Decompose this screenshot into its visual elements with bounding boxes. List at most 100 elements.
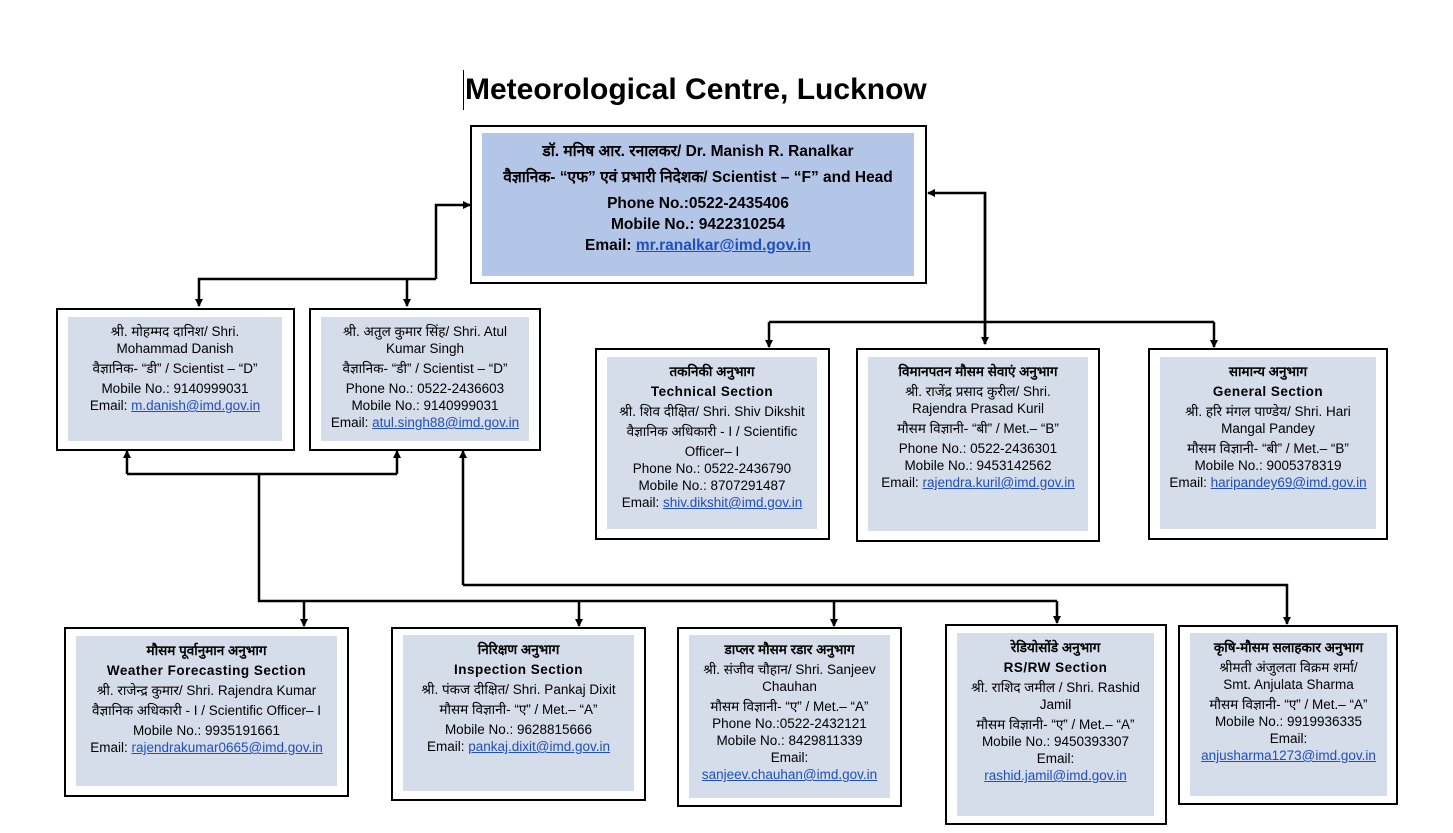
radiosonde-section-box: रेडियोसोंडे अनुभाग RS/RW Section श्री. र… bbox=[945, 624, 1167, 825]
aviation-designation: मौसम विज्ञानी- “बी” / Met.– “B” bbox=[897, 421, 1059, 436]
forecasting-email-link[interactable]: rajendrakumar0665@imd.gov.in bbox=[131, 740, 323, 755]
agromet-name-1: श्रीमती अंजुलता विक्रम शर्मा/ bbox=[1219, 660, 1358, 675]
doppler-phone: Phone No.:0522-2432121 bbox=[712, 716, 867, 731]
inspection-section-hindi: निरिक्षण अनुभाग bbox=[477, 642, 560, 657]
general-designation: मौसम विज्ञानी- “बी” / Met.– “B” bbox=[1187, 441, 1349, 456]
danish-email-link[interactable]: m.danish@imd.gov.in bbox=[131, 398, 261, 413]
forecasting-mobile: Mobile No.: 9935191661 bbox=[132, 723, 281, 738]
forecasting-designation: वैज्ञानिक अधिकारी - I / Scientific Offic… bbox=[91, 703, 322, 718]
agromet-name-2: Smt. Anjulata Sharma bbox=[1223, 677, 1354, 692]
danish-email-line: Email: m.danish@imd.gov.in bbox=[90, 397, 260, 414]
general-name-2: Mangal Pandey bbox=[1221, 421, 1315, 436]
aviation-email-link[interactable]: rajendra.kuril@imd.gov.in bbox=[922, 475, 1075, 490]
technical-designation-2: Officer– I bbox=[684, 444, 740, 459]
technical-phone: Phone No.: 0522-2436790 bbox=[632, 461, 792, 476]
agromet-mobile: Mobile No.: 9919936335 bbox=[1214, 714, 1363, 729]
atul-box: श्री. अतुल कुमार सिंह/ Shri. Atul Kumar … bbox=[309, 308, 541, 451]
head-name: डॉ. मनिष आर. रनालकर/ Dr. Manish R. Ranal… bbox=[542, 143, 854, 160]
aviation-mobile: Mobile No.: 9453142562 bbox=[904, 458, 1052, 473]
general-name-1: श्री. हरि मंगल पाण्डेय/ Shri. Hari bbox=[1185, 404, 1351, 419]
forecasting-section-hindi: मौसम पूर्वानुमान अनुभाग bbox=[146, 643, 267, 658]
general-mobile: Mobile No.: 9005378319 bbox=[1194, 458, 1342, 473]
agromet-section-box: कृषि-मौसम सलाहकार अनुभाग श्रीमती अंजुलता… bbox=[1178, 625, 1398, 805]
head-email-label: Email: bbox=[585, 237, 636, 254]
aviation-phone: Phone No.: 0522-2436301 bbox=[898, 441, 1058, 456]
radiosonde-section-english: RS/RW Section bbox=[1003, 660, 1108, 675]
aviation-name-1: श्री. राजेंद्र प्रसाद कुरील/ Shri. bbox=[905, 384, 1051, 399]
head-email-line: Email: mr.ranalkar@imd.gov.in bbox=[585, 235, 811, 256]
page-title: Meteorological Centre, Lucknow bbox=[463, 70, 927, 110]
technical-section-hindi: तकनिकी अनुभाग bbox=[669, 364, 755, 379]
technical-designation-1: वैज्ञानिक अधिकारी - I / Scientific bbox=[626, 424, 798, 439]
inspection-name: श्री. पंकज दीक्षित/ Shri. Pankaj Dixit bbox=[421, 682, 616, 697]
aviation-email-label: Email: bbox=[881, 475, 923, 490]
aviation-section-hindi: विमानपतन मौसम सेवाएं अनुभाग bbox=[898, 364, 1058, 379]
technical-section-english: Technical Section bbox=[650, 384, 774, 399]
atul-designation: वैज्ञानिक- “डी” / Scientist – “D” bbox=[342, 361, 508, 376]
head-phone: Phone No.:0522-2435406 bbox=[607, 195, 789, 212]
technical-email-link[interactable]: shiv.dikshit@imd.gov.in bbox=[663, 495, 803, 510]
general-section-box: सामान्य अनुभाग General Section श्री. हरि… bbox=[1148, 348, 1388, 540]
atul-email-link[interactable]: atul.singh88@imd.gov.in bbox=[372, 415, 520, 430]
danish-name-2: Mohammad Danish bbox=[116, 341, 234, 356]
atul-email-label: Email: bbox=[330, 415, 373, 430]
radiosonde-mobile: Mobile No.: 9450393307 bbox=[981, 734, 1130, 749]
aviation-name-2: Rajendra Prasad Kuril bbox=[911, 401, 1045, 416]
radiosonde-email-link[interactable]: rashid.jamil@imd.gov.in bbox=[984, 768, 1127, 783]
general-email-link[interactable]: haripandey69@imd.gov.in bbox=[1210, 475, 1367, 490]
forecasting-email-line: Email: rajendrakumar0665@imd.gov.in bbox=[90, 739, 323, 756]
doppler-name-2: Chauhan bbox=[762, 679, 817, 694]
technical-email-label: Email: bbox=[621, 495, 663, 510]
radiosonde-name-2: Jamil bbox=[1039, 697, 1072, 712]
agromet-email-label: Email: bbox=[1269, 731, 1308, 746]
technical-mobile: Mobile No.: 8707291487 bbox=[638, 478, 786, 493]
doppler-designation: मौसम विज्ञानी- “ए” / Met.– “A” bbox=[710, 699, 869, 714]
atul-name-1: श्री. अतुल कुमार सिंह/ Shri. Atul bbox=[343, 324, 507, 339]
doppler-mobile: Mobile No.: 8429811339 bbox=[716, 733, 863, 748]
head-email-link[interactable]: mr.ranalkar@imd.gov.in bbox=[635, 237, 811, 254]
atul-email-line: Email: atul.singh88@imd.gov.in bbox=[331, 414, 519, 431]
danish-designation: वैज्ञानिक- “डी” / Scientist – “D” bbox=[92, 361, 258, 376]
inspection-mobile: Mobile No.: 9628815666 bbox=[444, 722, 593, 737]
technical-name: श्री. शिव दीक्षित/ Shri. Shiv Dikshit bbox=[619, 404, 805, 419]
radiosonde-designation: मौसम विज्ञानी- “ए” / Met.– “A” bbox=[976, 717, 1135, 732]
head-designation: वैज्ञानिक- “एफ” एवं प्रभारी निदेशक/ Scie… bbox=[503, 169, 893, 186]
inspection-email-link[interactable]: pankaj.dixit@imd.gov.in bbox=[468, 739, 611, 754]
general-email-line: Email: haripandey69@imd.gov.in bbox=[1169, 474, 1366, 491]
danish-name-1: श्री. मोहम्मद दानिश/ Shri. bbox=[110, 324, 240, 339]
general-email-label: Email: bbox=[1169, 475, 1211, 490]
forecasting-name: श्री. राजेन्द्र कुमार/ Shri. Rajendra Ku… bbox=[96, 683, 317, 698]
forecasting-section-box: मौसम पूर्वानुमान अनुभाग Weather Forecast… bbox=[64, 627, 349, 797]
atul-mobile: Mobile No.: 9140999031 bbox=[351, 398, 499, 413]
forecasting-email-label: Email: bbox=[90, 740, 132, 755]
doppler-section-hindi: डाप्लर मौसम रडार अनुभाग bbox=[724, 642, 855, 657]
atul-phone: Phone No.: 0522-2436603 bbox=[345, 381, 505, 396]
inspection-designation: मौसम विज्ञानी- “ए” / Met.– “A” bbox=[439, 702, 598, 717]
radiosonde-email-label: Email: bbox=[1036, 751, 1075, 766]
head-box: डॉ. मनिष आर. रनालकर/ Dr. Manish R. Ranal… bbox=[470, 125, 927, 284]
agromet-email-link[interactable]: anjusharma1273@imd.gov.in bbox=[1201, 748, 1376, 763]
inspection-section-box: निरिक्षण अनुभाग Inspection Section श्री.… bbox=[391, 627, 646, 801]
aviation-section-box: विमानपतन मौसम सेवाएं अनुभाग श्री. राजेंद… bbox=[856, 348, 1100, 542]
general-section-english: General Section bbox=[1212, 384, 1324, 399]
agromet-designation: मौसम विज्ञानी- “ए” / Met.– “A” bbox=[1209, 697, 1368, 712]
inspection-email-line: Email: pankaj.dixit@imd.gov.in bbox=[427, 738, 610, 755]
forecasting-section-english: Weather Forecasting Section bbox=[106, 663, 307, 678]
agromet-section-hindi: कृषि-मौसम सलाहकार अनुभाग bbox=[1213, 640, 1364, 655]
radiosonde-name-1: श्री. राशिद जमील / Shri. Rashid bbox=[971, 680, 1140, 695]
technical-email-line: Email: shiv.dikshit@imd.gov.in bbox=[622, 494, 803, 511]
doppler-section-box: डाप्लर मौसम रडार अनुभाग श्री. संजीव चौहा… bbox=[677, 627, 902, 807]
technical-section-box: तकनिकी अनुभाग Technical Section श्री. शि… bbox=[595, 348, 830, 540]
danish-mobile: Mobile No.: 9140999031 bbox=[101, 381, 249, 396]
inspection-section-english: Inspection Section bbox=[453, 662, 584, 677]
head-mobile: Mobile No.: 9422310254 bbox=[610, 216, 786, 233]
general-section-hindi: सामान्य अनुभाग bbox=[1228, 364, 1308, 379]
doppler-name-1: श्री. संजीव चौहान/ Shri. Sanjeev bbox=[703, 662, 876, 677]
danish-box: श्री. मोहम्मद दानिश/ Shri. Mohammad Dani… bbox=[56, 308, 295, 451]
doppler-email-link[interactable]: sanjeev.chauhan@imd.gov.in bbox=[701, 767, 878, 782]
atul-name-2: Kumar Singh bbox=[385, 341, 465, 356]
doppler-email-label: Email: bbox=[770, 750, 809, 765]
radiosonde-section-hindi: रेडियोसोंडे अनुभाग bbox=[1010, 640, 1101, 655]
danish-email-label: Email: bbox=[89, 398, 132, 413]
